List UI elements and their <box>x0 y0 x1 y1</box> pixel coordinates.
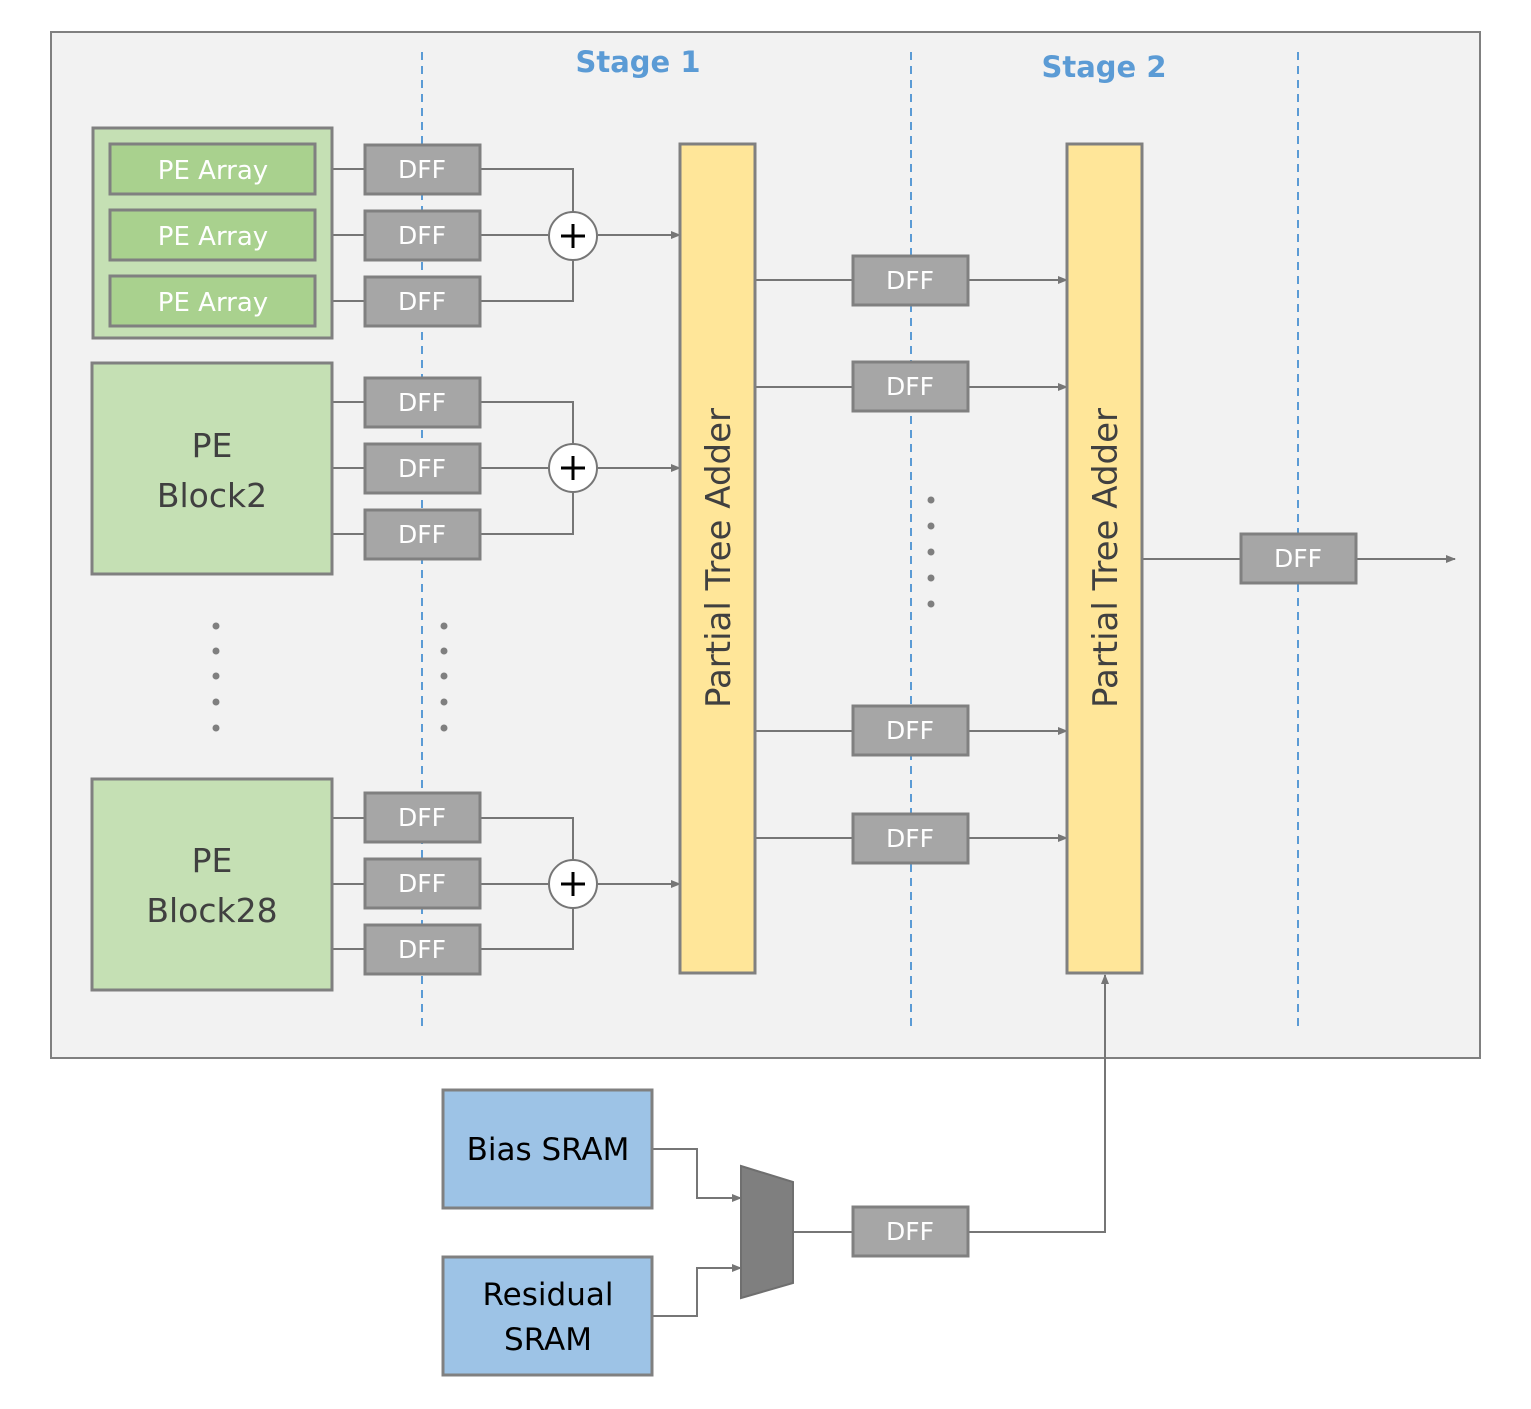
dff-input-4-label: DFF <box>398 388 446 417</box>
plus-icon <box>548 443 598 493</box>
partial-tree-adder-1-label: Partial Tree Adder <box>699 408 739 708</box>
residual-sram-label-line1: Residual <box>483 1277 614 1313</box>
dff-stage2-3-label: DFF <box>886 716 934 745</box>
pe-block-2-label-line2: Block2 <box>157 476 267 515</box>
dff-output <box>1239 532 1358 585</box>
dff-input-3-label: DFF <box>398 287 446 316</box>
plus-icon <box>548 211 598 261</box>
pe-array-1-label: PE Array <box>158 156 268 186</box>
dff-input-1-label: DFF <box>398 155 446 184</box>
pe-array-3 <box>108 274 317 328</box>
dff-input-7-label: DFF <box>398 803 446 832</box>
dff-input-9 <box>363 923 482 976</box>
dff-output-label: DFF <box>1274 544 1322 573</box>
dff-input-3 <box>363 275 482 328</box>
dff-input-5 <box>363 442 482 495</box>
pe-block-28-label-line2: Block28 <box>146 891 277 930</box>
partial-tree-adder-1 <box>678 142 757 975</box>
dff-stage2-2-label: DFF <box>886 372 934 401</box>
mux <box>740 1164 794 1300</box>
dff-stage2-4-label: DFF <box>886 824 934 853</box>
dff-stage2-1 <box>851 254 970 307</box>
pe-array-2 <box>108 208 317 262</box>
dff-input-8 <box>363 857 482 910</box>
residual-sram <box>441 1255 654 1377</box>
dff-input-6-label: DFF <box>398 520 446 549</box>
residual-sram-label-line2: SRAM <box>504 1322 592 1358</box>
pe-block-2-label-line1: PE <box>192 426 233 465</box>
plus-icon <box>548 859 598 909</box>
dff-input-6 <box>363 508 482 561</box>
pe-array-3-label: PE Array <box>158 288 268 318</box>
dff-input-7 <box>363 791 482 844</box>
dff-input-4 <box>363 376 482 429</box>
pe-array-2-label: PE Array <box>158 222 268 252</box>
dff-stage2-2 <box>851 360 970 413</box>
dff-bias <box>851 1205 970 1258</box>
bias-sram <box>441 1088 654 1210</box>
dff-input-9-label: DFF <box>398 935 446 964</box>
stage-1-label: Stage 1 <box>575 45 700 79</box>
dff-stage2-3 <box>851 704 970 757</box>
dff-stage2-4 <box>851 812 970 865</box>
pe-array-1 <box>108 142 317 196</box>
pe-block-28-label-line1: PE <box>192 841 233 880</box>
stage-2-label: Stage 2 <box>1041 50 1166 84</box>
dff-stage2-1-label: DFF <box>886 266 934 295</box>
dff-input-2-label: DFF <box>398 221 446 250</box>
dff-bias-label: DFF <box>886 1217 934 1246</box>
dff-input-5-label: DFF <box>398 454 446 483</box>
pe-block-28 <box>90 777 334 992</box>
pe-block-2 <box>90 361 334 576</box>
bias-sram-label: Bias SRAM <box>467 1132 630 1168</box>
dff-input-1 <box>363 143 482 196</box>
ellipsis-dots <box>212 496 935 732</box>
partial-tree-adder-2-label: Partial Tree Adder <box>1086 408 1126 708</box>
dff-input-8-label: DFF <box>398 869 446 898</box>
dff-input-2 <box>363 209 482 262</box>
partial-tree-adder-2 <box>1065 142 1144 975</box>
